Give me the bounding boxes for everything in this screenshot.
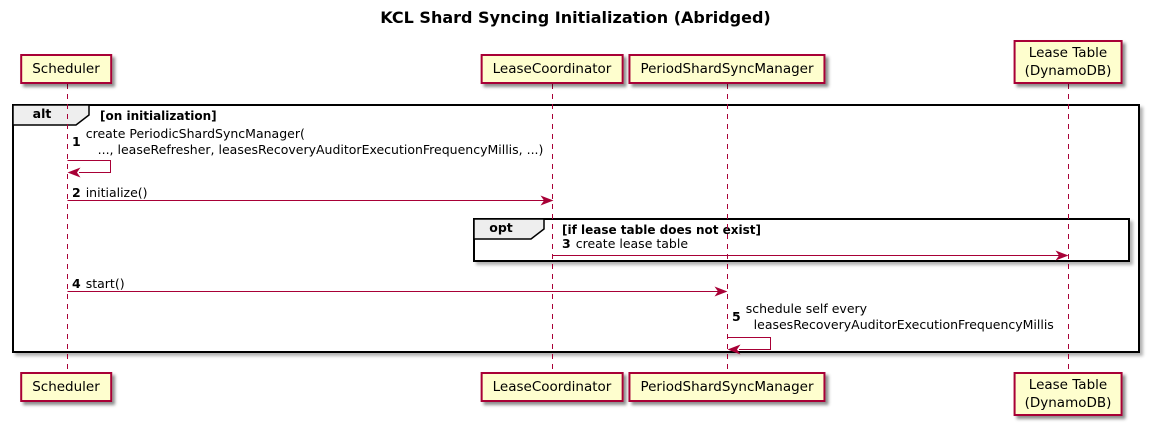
participant-periodshardsyncmanager-bottom: PeriodShardSyncManager [628, 372, 826, 402]
message-4-label: 4 start() [72, 276, 125, 292]
opt-keyword: opt [489, 220, 513, 235]
message-4-number: 4 [72, 276, 81, 292]
alt-frame-label: alt [12, 104, 90, 130]
participant-scheduler-top: Scheduler [20, 54, 112, 84]
opt-pentagon-shape [473, 218, 545, 240]
participant-leasetable-top: Lease Table (DynamoDB) [1013, 40, 1123, 84]
alt-guard: [on initialization] [100, 109, 217, 123]
alt-keyword: alt [32, 106, 52, 121]
message-3-number: 3 [562, 236, 571, 252]
message-5-number: 5 [732, 309, 741, 324]
opt-guard: [if lease table does not exist] [562, 223, 762, 237]
opt-frame: opt [if lease table does not exist] [473, 218, 1130, 262]
message-1-text: create PeriodicShardSyncManager( ..., le… [85, 126, 544, 157]
message-2-label: 2 initialize() [72, 185, 148, 201]
message-5-text: schedule self every leasesRecoveryAudito… [745, 301, 1054, 332]
participant-periodshardsyncmanager-top: PeriodShardSyncManager [628, 54, 826, 84]
message-2-text: initialize() [85, 185, 148, 200]
message-3-text: create lease table [575, 236, 689, 251]
message-2-number: 2 [72, 185, 81, 201]
alt-frame: alt [on initialization] [12, 104, 1140, 353]
message-3-label: 3 create lease table [562, 236, 688, 252]
participant-leasecoordinator-top: LeaseCoordinator [480, 54, 624, 84]
opt-frame-label: opt [473, 218, 545, 244]
message-5-label: 5 schedule self every leasesRecoveryAudi… [732, 301, 1054, 332]
participant-scheduler-bottom: Scheduler [20, 372, 112, 402]
message-1-number: 1 [72, 134, 81, 149]
alt-pentagon-shape [12, 104, 90, 126]
participant-leasecoordinator-bottom: LeaseCoordinator [480, 372, 624, 402]
diagram-title: KCL Shard Syncing Initialization (Abridg… [380, 8, 771, 27]
message-4-text: start() [85, 276, 125, 291]
message-1-label: 1 create PeriodicShardSyncManager( ..., … [72, 126, 543, 157]
participant-leasetable-bottom: Lease Table (DynamoDB) [1013, 372, 1123, 416]
